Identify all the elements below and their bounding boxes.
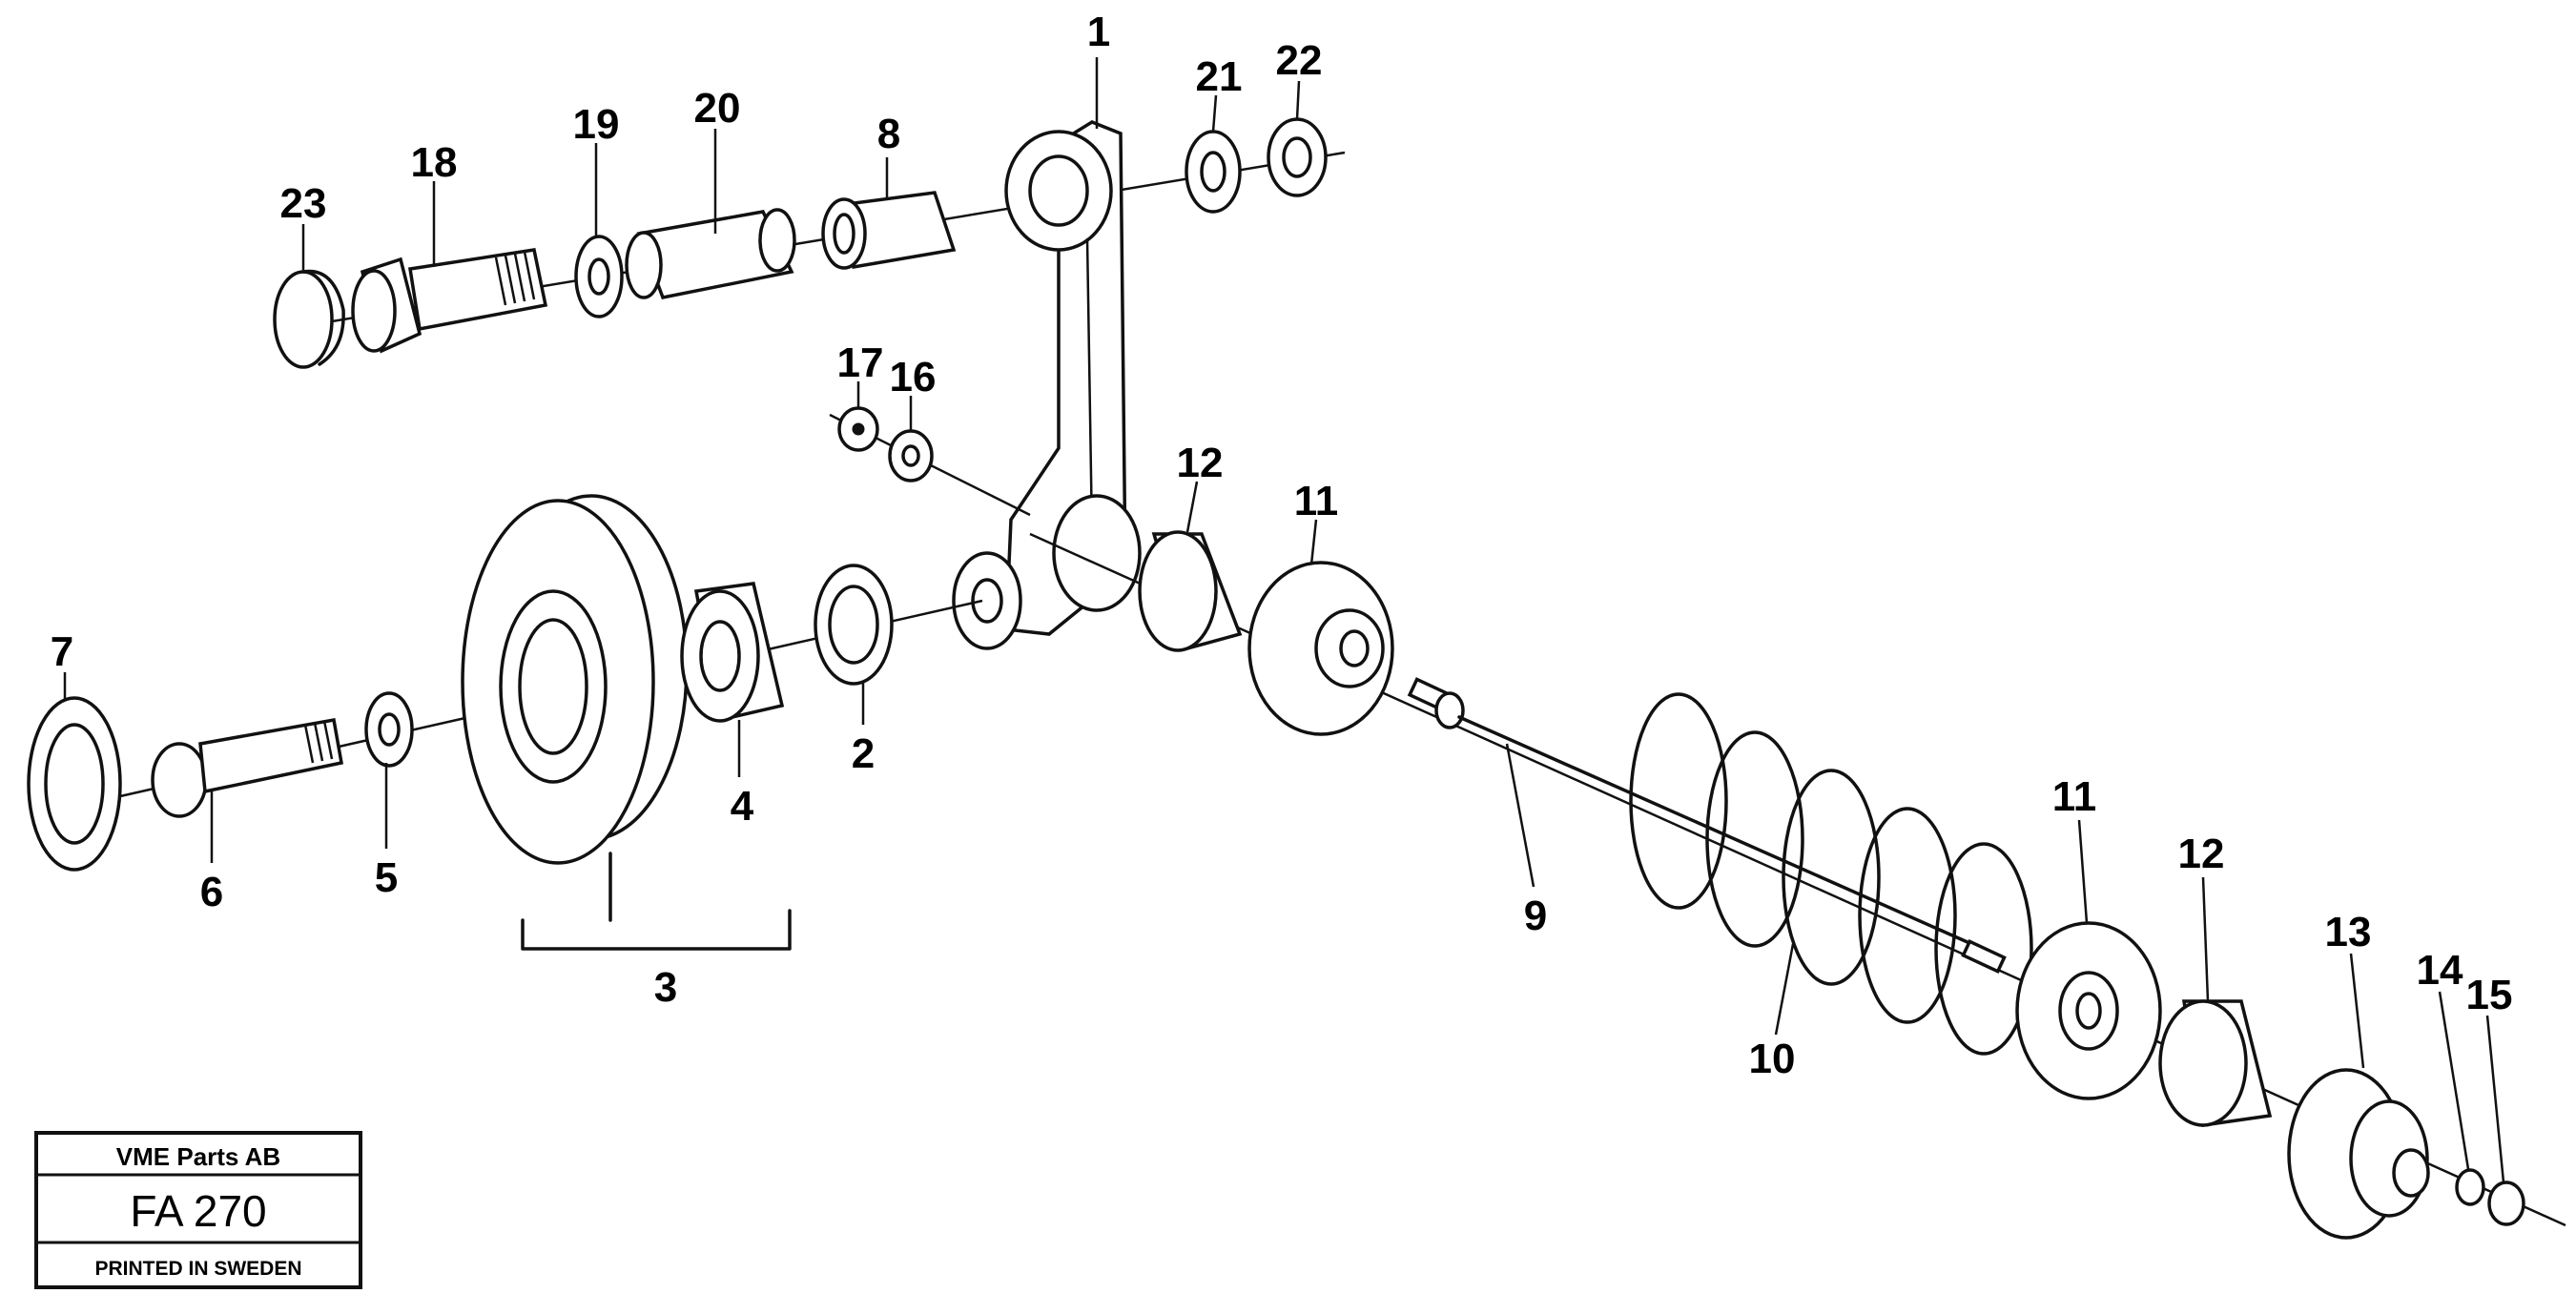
- part-23-cap: [273, 269, 345, 369]
- callout-15: 15: [2466, 972, 2513, 1018]
- part-11-cup-upper: [1247, 561, 1394, 736]
- title-block: VME Parts AB FA 270 PRINTED IN SWEDEN: [34, 1131, 362, 1289]
- callout-leaders: [63, 57, 2505, 1183]
- part-15-nut: [2487, 1181, 2525, 1226]
- callout-7: 7: [51, 628, 73, 675]
- callout-23: 23: [280, 180, 327, 227]
- part-2-seal: [814, 564, 894, 686]
- callout-8: 8: [877, 111, 900, 157]
- callout-9: 9: [1524, 893, 1547, 939]
- callout-4: 4: [731, 783, 754, 830]
- callout-19: 19: [573, 101, 620, 148]
- part-9-rod-end: [1961, 938, 2007, 975]
- callout-16: 16: [890, 354, 937, 400]
- part-14-washer: [2455, 1168, 2485, 1206]
- part-19-washer: [574, 235, 624, 318]
- part-12-rubber-upper: [1138, 530, 1243, 652]
- callout-5: 5: [375, 854, 398, 901]
- callout-1: 1: [1087, 9, 1110, 55]
- part-9-rod: [1407, 677, 1995, 955]
- part-22-nut: [1267, 117, 1328, 197]
- callout-14: 14: [2417, 947, 2463, 994]
- part-3-pulley: [461, 494, 689, 865]
- callout-12-lower: 12: [2178, 831, 2225, 877]
- callout-numbers: 1 21 22 8 20 19 18 23 17 16 12 11 7 6 5 …: [51, 9, 2513, 1082]
- callout-12-upper: 12: [1177, 440, 1224, 486]
- part-3-bracket: [521, 909, 792, 951]
- callout-17: 17: [837, 339, 884, 386]
- title-company: VME Parts AB: [116, 1142, 280, 1171]
- callout-11-upper: 11: [1294, 478, 1339, 524]
- callout-2: 2: [852, 730, 875, 777]
- callout-6: 6: [200, 869, 223, 915]
- part-6-bolt: [151, 717, 344, 818]
- part-12-rubber-lower: [2158, 999, 2273, 1127]
- callout-11-lower: 11: [2052, 773, 2097, 820]
- part-13-lower-cap: [2287, 1068, 2430, 1240]
- callout-22: 22: [1276, 37, 1323, 84]
- part-18-bolt: [351, 248, 548, 354]
- part-20-sleeve: [625, 208, 796, 300]
- part-1-tension-arm: [952, 120, 1142, 650]
- part-10-spring: [1629, 692, 2033, 1056]
- callout-18: 18: [411, 139, 458, 186]
- part-21-washer: [1185, 130, 1242, 214]
- part-11-cup-lower: [2015, 921, 2162, 1100]
- part-5-washer: [364, 691, 414, 768]
- callout-21: 21: [1196, 53, 1243, 100]
- part-16-washer: [888, 429, 934, 482]
- part-8-bushing: [821, 191, 957, 270]
- callout-20: 20: [694, 85, 741, 132]
- title-code: FA 270: [130, 1186, 266, 1236]
- callout-10: 10: [1749, 1036, 1796, 1082]
- callout-13: 13: [2325, 909, 2372, 955]
- part-17-nut: [837, 406, 879, 452]
- callout-3: 3: [654, 964, 677, 1011]
- part-4-bearing: [680, 582, 785, 723]
- title-printed: PRINTED IN SWEDEN: [94, 1258, 301, 1280]
- part-7-cover: [27, 696, 122, 872]
